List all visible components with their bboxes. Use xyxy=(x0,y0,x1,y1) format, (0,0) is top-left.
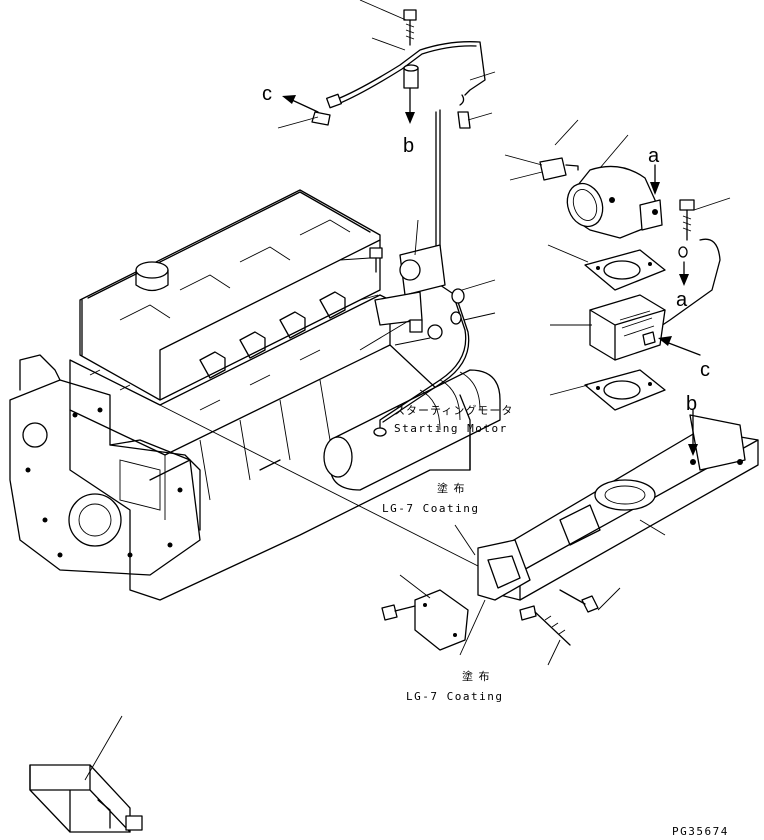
gasket-upper xyxy=(547,244,666,291)
callout-a-mid: a xyxy=(676,289,688,311)
coating-label-1-jp: 塗 布 xyxy=(437,481,466,495)
callout-a-top: a xyxy=(648,145,660,167)
thermostat-case xyxy=(550,294,666,361)
coating-label-1-en: LG-7 Coating xyxy=(382,502,479,515)
water-manifold xyxy=(477,414,759,601)
wiring-harness xyxy=(277,0,496,129)
thermostat-housing xyxy=(504,119,731,331)
starting-motor-label-jp: スターティングモータ xyxy=(394,403,513,417)
engine-block xyxy=(9,189,471,601)
callout-c-top: c xyxy=(262,83,272,105)
leader-line-manifold xyxy=(149,399,479,567)
callout-b-top: b xyxy=(403,135,414,157)
coating-pointer-1 xyxy=(454,524,476,556)
coating-pointer-2 xyxy=(459,599,486,656)
starting-motor-label-en: Starting Motor xyxy=(394,422,508,435)
coating-label-2-jp: 塗 布 xyxy=(462,669,491,683)
cover-plate xyxy=(381,574,469,651)
tool-shaft xyxy=(29,715,143,833)
callout-arrows xyxy=(282,87,701,456)
figure-code: PG35674 xyxy=(672,825,729,838)
callout-c-right: c xyxy=(700,359,710,381)
gasket-lower xyxy=(549,369,666,411)
callout-b-right: b xyxy=(686,393,697,415)
sensor-harness xyxy=(339,109,496,437)
manifold-bolts xyxy=(519,587,621,666)
coating-label-2-en: LG-7 Coating xyxy=(406,690,503,703)
